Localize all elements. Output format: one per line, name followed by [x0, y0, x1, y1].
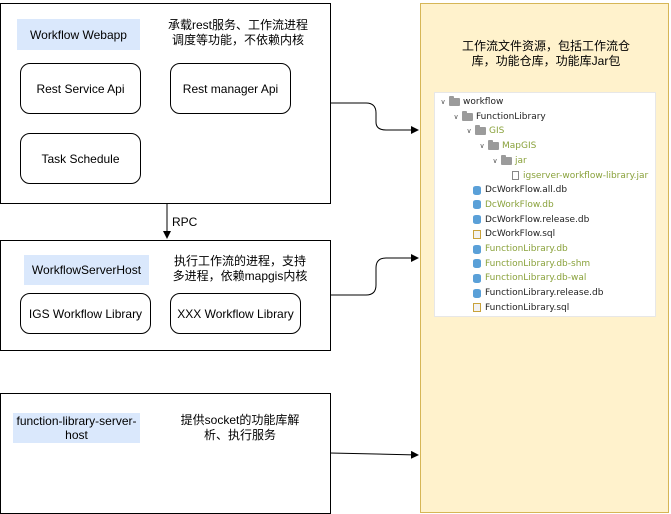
database-icon — [473, 200, 481, 210]
sql-file-icon — [473, 229, 481, 239]
webapp-to-panel-arrow — [330, 102, 419, 134]
rest-manager-api-node: Rest manager Api — [170, 63, 291, 114]
tree-item[interactable]: DcWorkFlow.all.db — [465, 183, 567, 197]
database-icon — [473, 288, 481, 298]
chevron-down-icon[interactable]: ∨ — [479, 142, 485, 151]
database-icon — [473, 259, 481, 269]
rpc-label: RPC — [172, 215, 198, 229]
file-tree: ∨ workflow ∨ FunctionLibrary ∨ GIS ∨ MapGIS ∨ jar… — [434, 92, 656, 317]
tree-item-label: DcWorkFlow.all.db — [485, 185, 568, 196]
workflow-webapp-title: Workflow Webapp — [17, 19, 140, 50]
workflow-server-host-note-line2: 多进程，依赖mapgis内核 — [172, 269, 308, 283]
folder-icon — [449, 96, 460, 106]
database-icon — [473, 215, 481, 225]
workflow-server-host-note: 执行工作流的进程，支持 多进程，依赖mapgis内核 — [165, 254, 315, 284]
function-library-host-title-line2: host — [65, 428, 88, 442]
tree-item[interactable]: ∨ FunctionLibrary — [452, 110, 546, 124]
tree-item[interactable]: FunctionLibrary.db — [465, 242, 568, 256]
resource-panel-caption-line1: 工作流文件资源，包括工作流仓 — [461, 39, 630, 53]
tree-item[interactable]: igserver-workflow-library.jar — [504, 169, 648, 183]
igs-workflow-library-node: IGS Workflow Library — [20, 293, 151, 334]
serverhost-to-panel-arrow — [330, 254, 419, 296]
tree-item-label: FunctionLibrary.release.db — [485, 288, 604, 299]
chevron-down-icon[interactable]: ∨ — [466, 127, 472, 136]
tree-item[interactable]: FunctionLibrary.release.db — [465, 286, 603, 300]
chevron-down-icon[interactable]: ∨ — [440, 98, 446, 106]
function-library-host-note-line1: 提供socket的功能库解 — [180, 413, 300, 427]
jar-file-icon — [512, 171, 519, 180]
sql-file-icon — [473, 303, 481, 313]
tree-item[interactable]: FunctionLibrary.db-wal — [465, 271, 586, 285]
tree-item-label: igserver-workflow-library.jar — [523, 170, 649, 181]
tree-item-label: FunctionLibrary.db-wal — [485, 273, 587, 284]
workflow-webapp-note-line1: 承载rest服务、工作流进程 — [167, 18, 308, 32]
functionhost-to-panel-arrow — [329, 450, 419, 459]
folder-icon — [462, 110, 473, 121]
tree-item-label: DcWorkFlow.db — [485, 199, 554, 210]
resource-panel-caption: 工作流文件资源，包括工作流仓 库，功能仓库，功能库Jar包 — [440, 39, 652, 69]
tree-item-label: FunctionLibrary.db-shm — [485, 258, 591, 269]
tree-item-label: jar — [515, 155, 527, 166]
tree-item[interactable]: ∨ GIS — [465, 124, 504, 138]
function-library-host-title-line1: function-library-server- — [16, 414, 137, 428]
function-library-host-note-line2: 析、执行服务 — [203, 428, 276, 442]
tree-item-label: DcWorkFlow.sql — [485, 229, 556, 240]
database-icon — [473, 273, 481, 283]
chevron-down-icon[interactable]: ∨ — [492, 156, 498, 165]
resource-panel-caption-line2: 库，功能仓库，功能库Jar包 — [471, 54, 621, 68]
tree-item-label: DcWorkFlow.release.db — [485, 214, 590, 225]
folder-icon — [488, 140, 499, 151]
tree-item[interactable]: ∨ MapGIS — [478, 139, 536, 153]
chevron-down-icon[interactable]: ∨ — [453, 112, 459, 121]
tree-item[interactable]: ∨ workflow — [439, 95, 503, 109]
tree-item[interactable]: FunctionLibrary.db-shm — [465, 257, 590, 271]
database-icon — [473, 244, 481, 254]
workflow-webapp-note-line2: 调度等功能，不依赖内核 — [171, 33, 304, 47]
tree-item-label: FunctionLibrary — [476, 111, 546, 122]
folder-icon — [501, 154, 512, 165]
tree-item[interactable]: DcWorkFlow.sql — [465, 227, 555, 241]
tree-item-label: FunctionLibrary.db — [485, 244, 568, 254]
function-library-host-container — [0, 393, 331, 514]
folder-icon — [475, 125, 486, 136]
tree-item[interactable]: ∨ jar — [491, 154, 527, 168]
tree-item-label: MapGIS — [502, 141, 537, 152]
database-icon — [473, 185, 481, 195]
task-schedule-node: Task Schedule — [20, 133, 141, 184]
tree-item[interactable]: DcWorkFlow.release.db — [465, 213, 589, 227]
tree-item-label: GIS — [489, 126, 505, 137]
xxx-workflow-library-node: XXX Workflow Library — [170, 293, 301, 334]
rest-service-api-node: Rest Service Api — [20, 63, 141, 114]
tree-item-label: workflow — [463, 97, 504, 107]
tree-item[interactable]: DcWorkFlow.db — [465, 198, 554, 212]
tree-item[interactable]: FunctionLibrary.sql — [465, 301, 569, 315]
workflow-webapp-note: 承载rest服务、工作流进程 调度等功能，不依赖内核 — [163, 18, 313, 48]
tree-item-label: FunctionLibrary.sql — [485, 302, 570, 313]
function-library-host-title: function-library-server- host — [13, 413, 140, 443]
function-library-host-note: 提供socket的功能库解 析、执行服务 — [165, 413, 315, 443]
workflow-server-host-note-line1: 执行工作流的进程，支持 — [173, 254, 306, 268]
workflow-server-host-title: WorkflowServerHost — [24, 255, 149, 285]
